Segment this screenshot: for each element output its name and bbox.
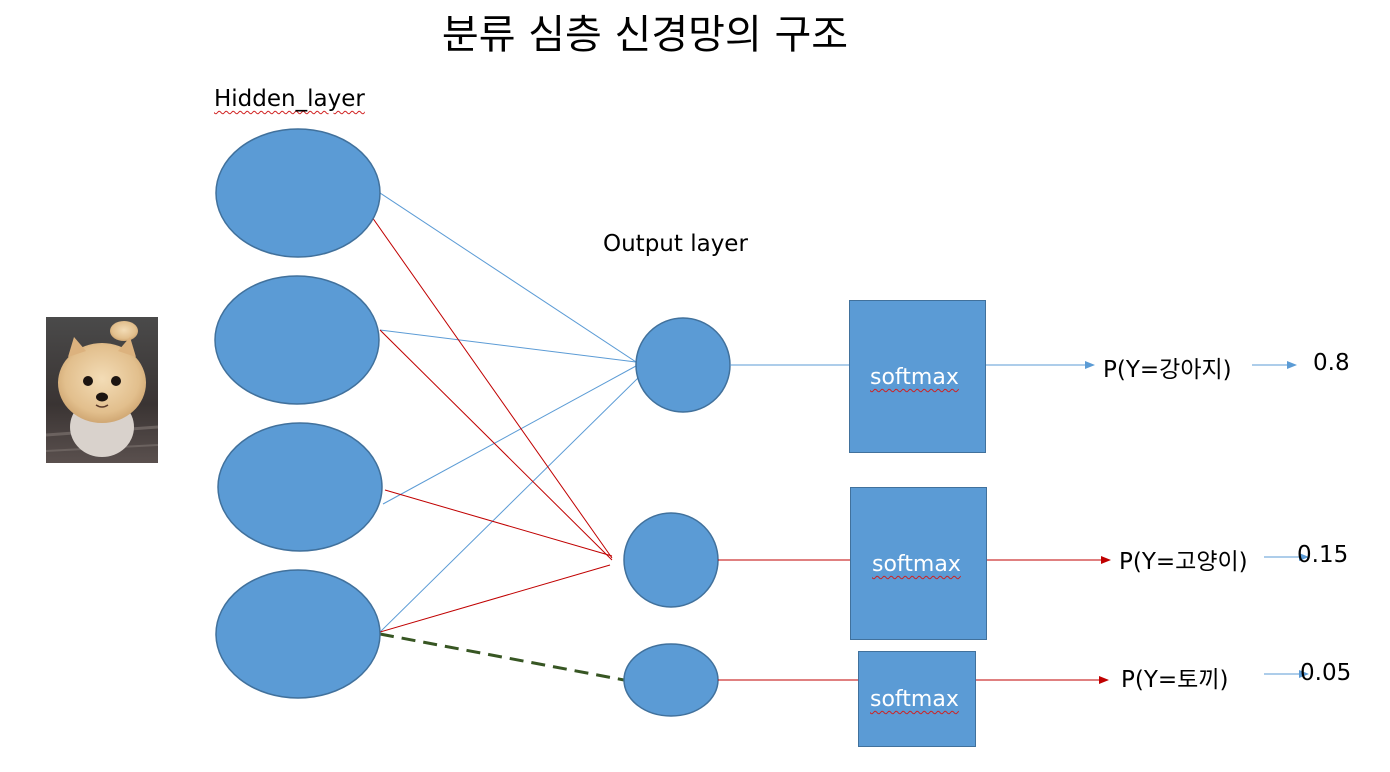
hidden-node <box>215 569 381 699</box>
probability-value: 0.8 <box>1313 350 1350 376</box>
connection-line <box>379 377 639 633</box>
hidden-node <box>215 128 381 258</box>
softmax-label: softmax <box>870 365 959 390</box>
softmax-label: softmax <box>872 552 961 577</box>
connections-to-output-1 <box>379 192 639 633</box>
softmax-box: softmax <box>858 651 976 747</box>
softmax-box: softmax <box>849 300 986 453</box>
connection-line <box>379 329 613 561</box>
output-layer-label: Output layer <box>603 231 748 257</box>
connection-line <box>359 199 613 559</box>
dashed-connection-line <box>379 632 625 682</box>
output-node <box>635 317 731 413</box>
probability-label: P(Y=고양이) <box>1119 549 1248 575</box>
connection-line <box>384 489 613 557</box>
diagram-title: 분류 심층 신경망의 구조 <box>441 12 849 58</box>
probability-value: 0.15 <box>1297 542 1349 568</box>
softmax-box: softmax <box>850 487 987 640</box>
probability-value: 0.05 <box>1300 660 1352 686</box>
output-node <box>623 512 719 608</box>
connection-line <box>379 564 611 633</box>
probability-label: P(Y=토끼) <box>1121 667 1229 693</box>
dog-photo <box>46 317 158 463</box>
output-node <box>623 643 719 717</box>
softmax-label: softmax <box>870 687 959 712</box>
connection-line <box>382 365 637 505</box>
connection-line <box>379 192 637 363</box>
connection-line <box>379 329 637 363</box>
hidden-node <box>217 422 383 552</box>
probability-label: P(Y=강아지) <box>1103 357 1232 383</box>
hidden-layer-label: Hidden_layer <box>214 86 365 112</box>
connections-to-output-2 <box>359 199 613 633</box>
hidden-node <box>214 275 380 405</box>
